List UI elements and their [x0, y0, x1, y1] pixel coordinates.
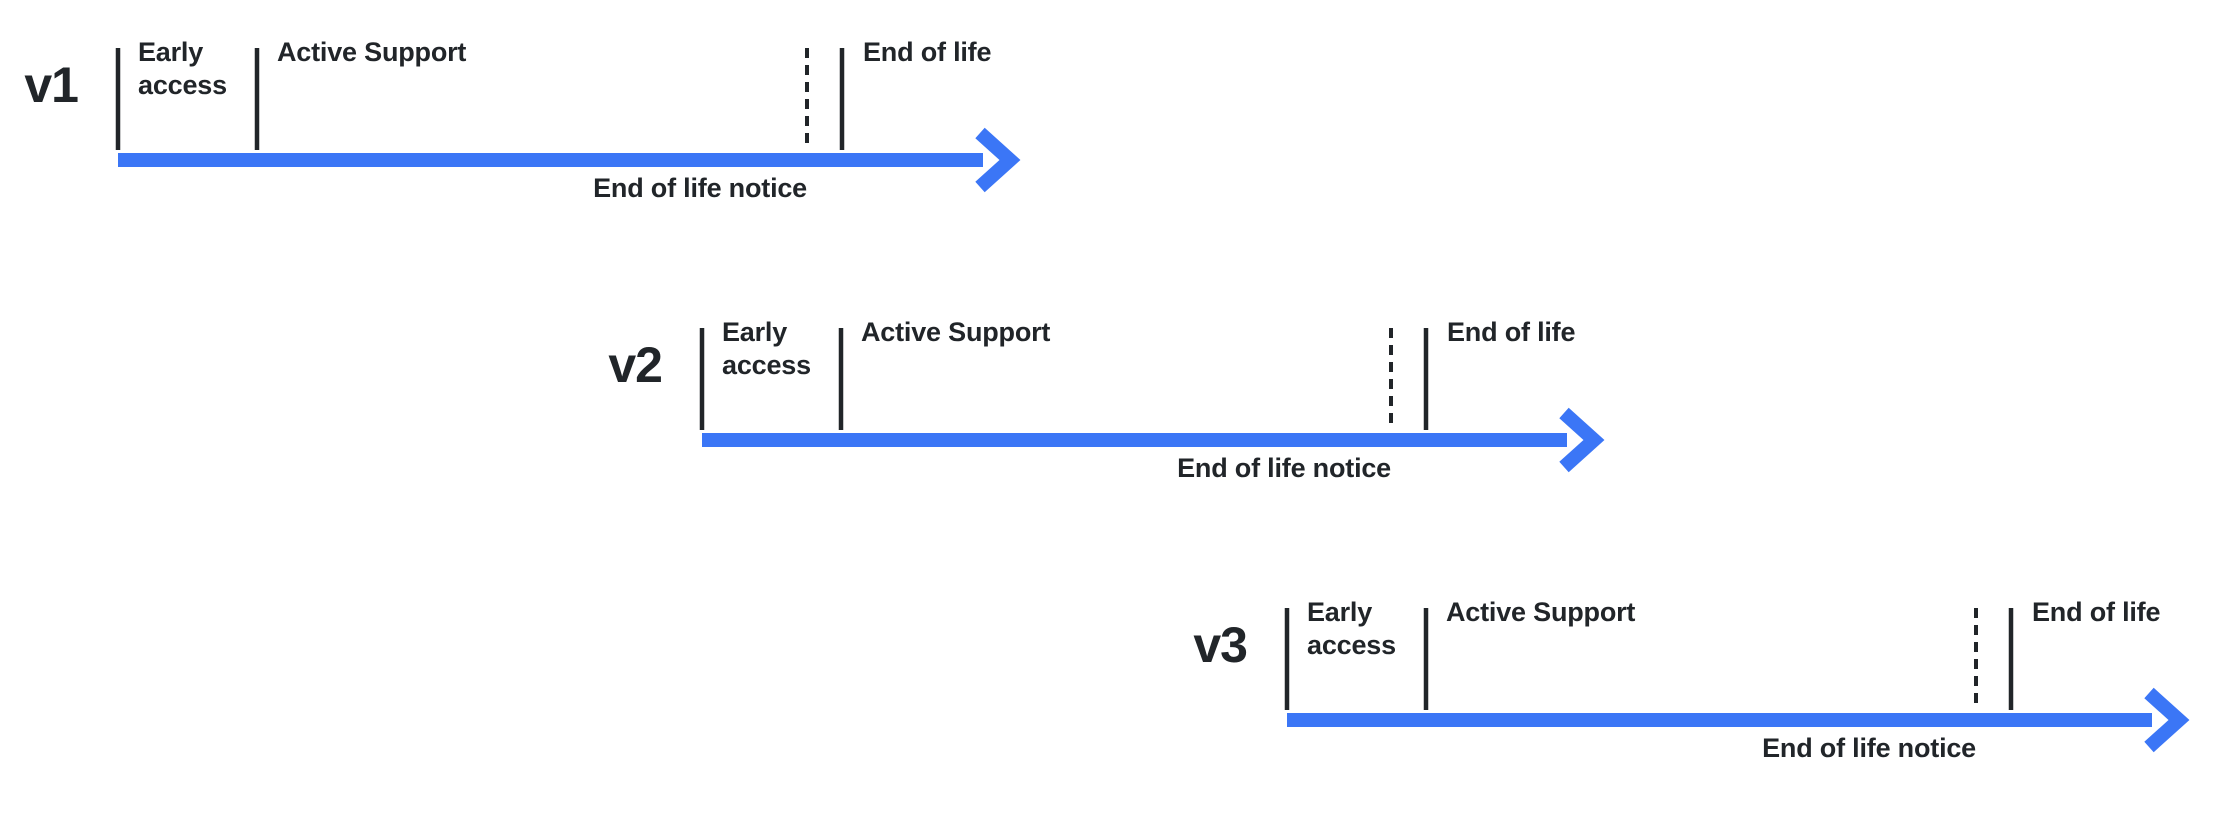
early-access-label: Early access: [138, 37, 227, 100]
active-support-label: Active Support: [861, 317, 1051, 347]
version-label: v1: [24, 57, 79, 113]
arrow-head-icon: [975, 127, 1021, 193]
early-access-label: Early access: [1307, 597, 1396, 660]
end-of-life-label: End of life: [1447, 317, 1576, 347]
arrow-head-icon: [2144, 687, 2190, 753]
arrow-head-icon: [1559, 407, 1605, 473]
timeline-graphic: [1284, 608, 2190, 753]
end-of-life-notice-label: End of life notice: [593, 173, 807, 203]
release-lifecycle-diagram: { "colors": { "accent_blue": "#3b76f6", …: [0, 20, 2190, 763]
timeline-row-v3: v3 Early access Active Support End of li…: [1067, 580, 2228, 830]
active-support-label: Active Support: [1446, 597, 1636, 627]
timeline-row-v1: v1 Early access Active Support End of li…: [0, 20, 1078, 270]
timeline-graphic: [115, 48, 1021, 193]
end-of-life-notice-label: End of life notice: [1762, 733, 1976, 763]
end-of-life-notice-label: End of life notice: [1177, 453, 1391, 483]
version-label: v3: [1193, 617, 1248, 673]
version-label: v2: [608, 337, 663, 393]
active-support-label: Active Support: [277, 37, 467, 67]
timeline-row-v2: v2 Early access Active Support End of li…: [482, 300, 1662, 550]
end-of-life-label: End of life: [2032, 597, 2161, 627]
early-access-label: Early access: [722, 317, 811, 380]
timeline-graphic: [699, 328, 1605, 473]
end-of-life-label: End of life: [863, 37, 992, 67]
